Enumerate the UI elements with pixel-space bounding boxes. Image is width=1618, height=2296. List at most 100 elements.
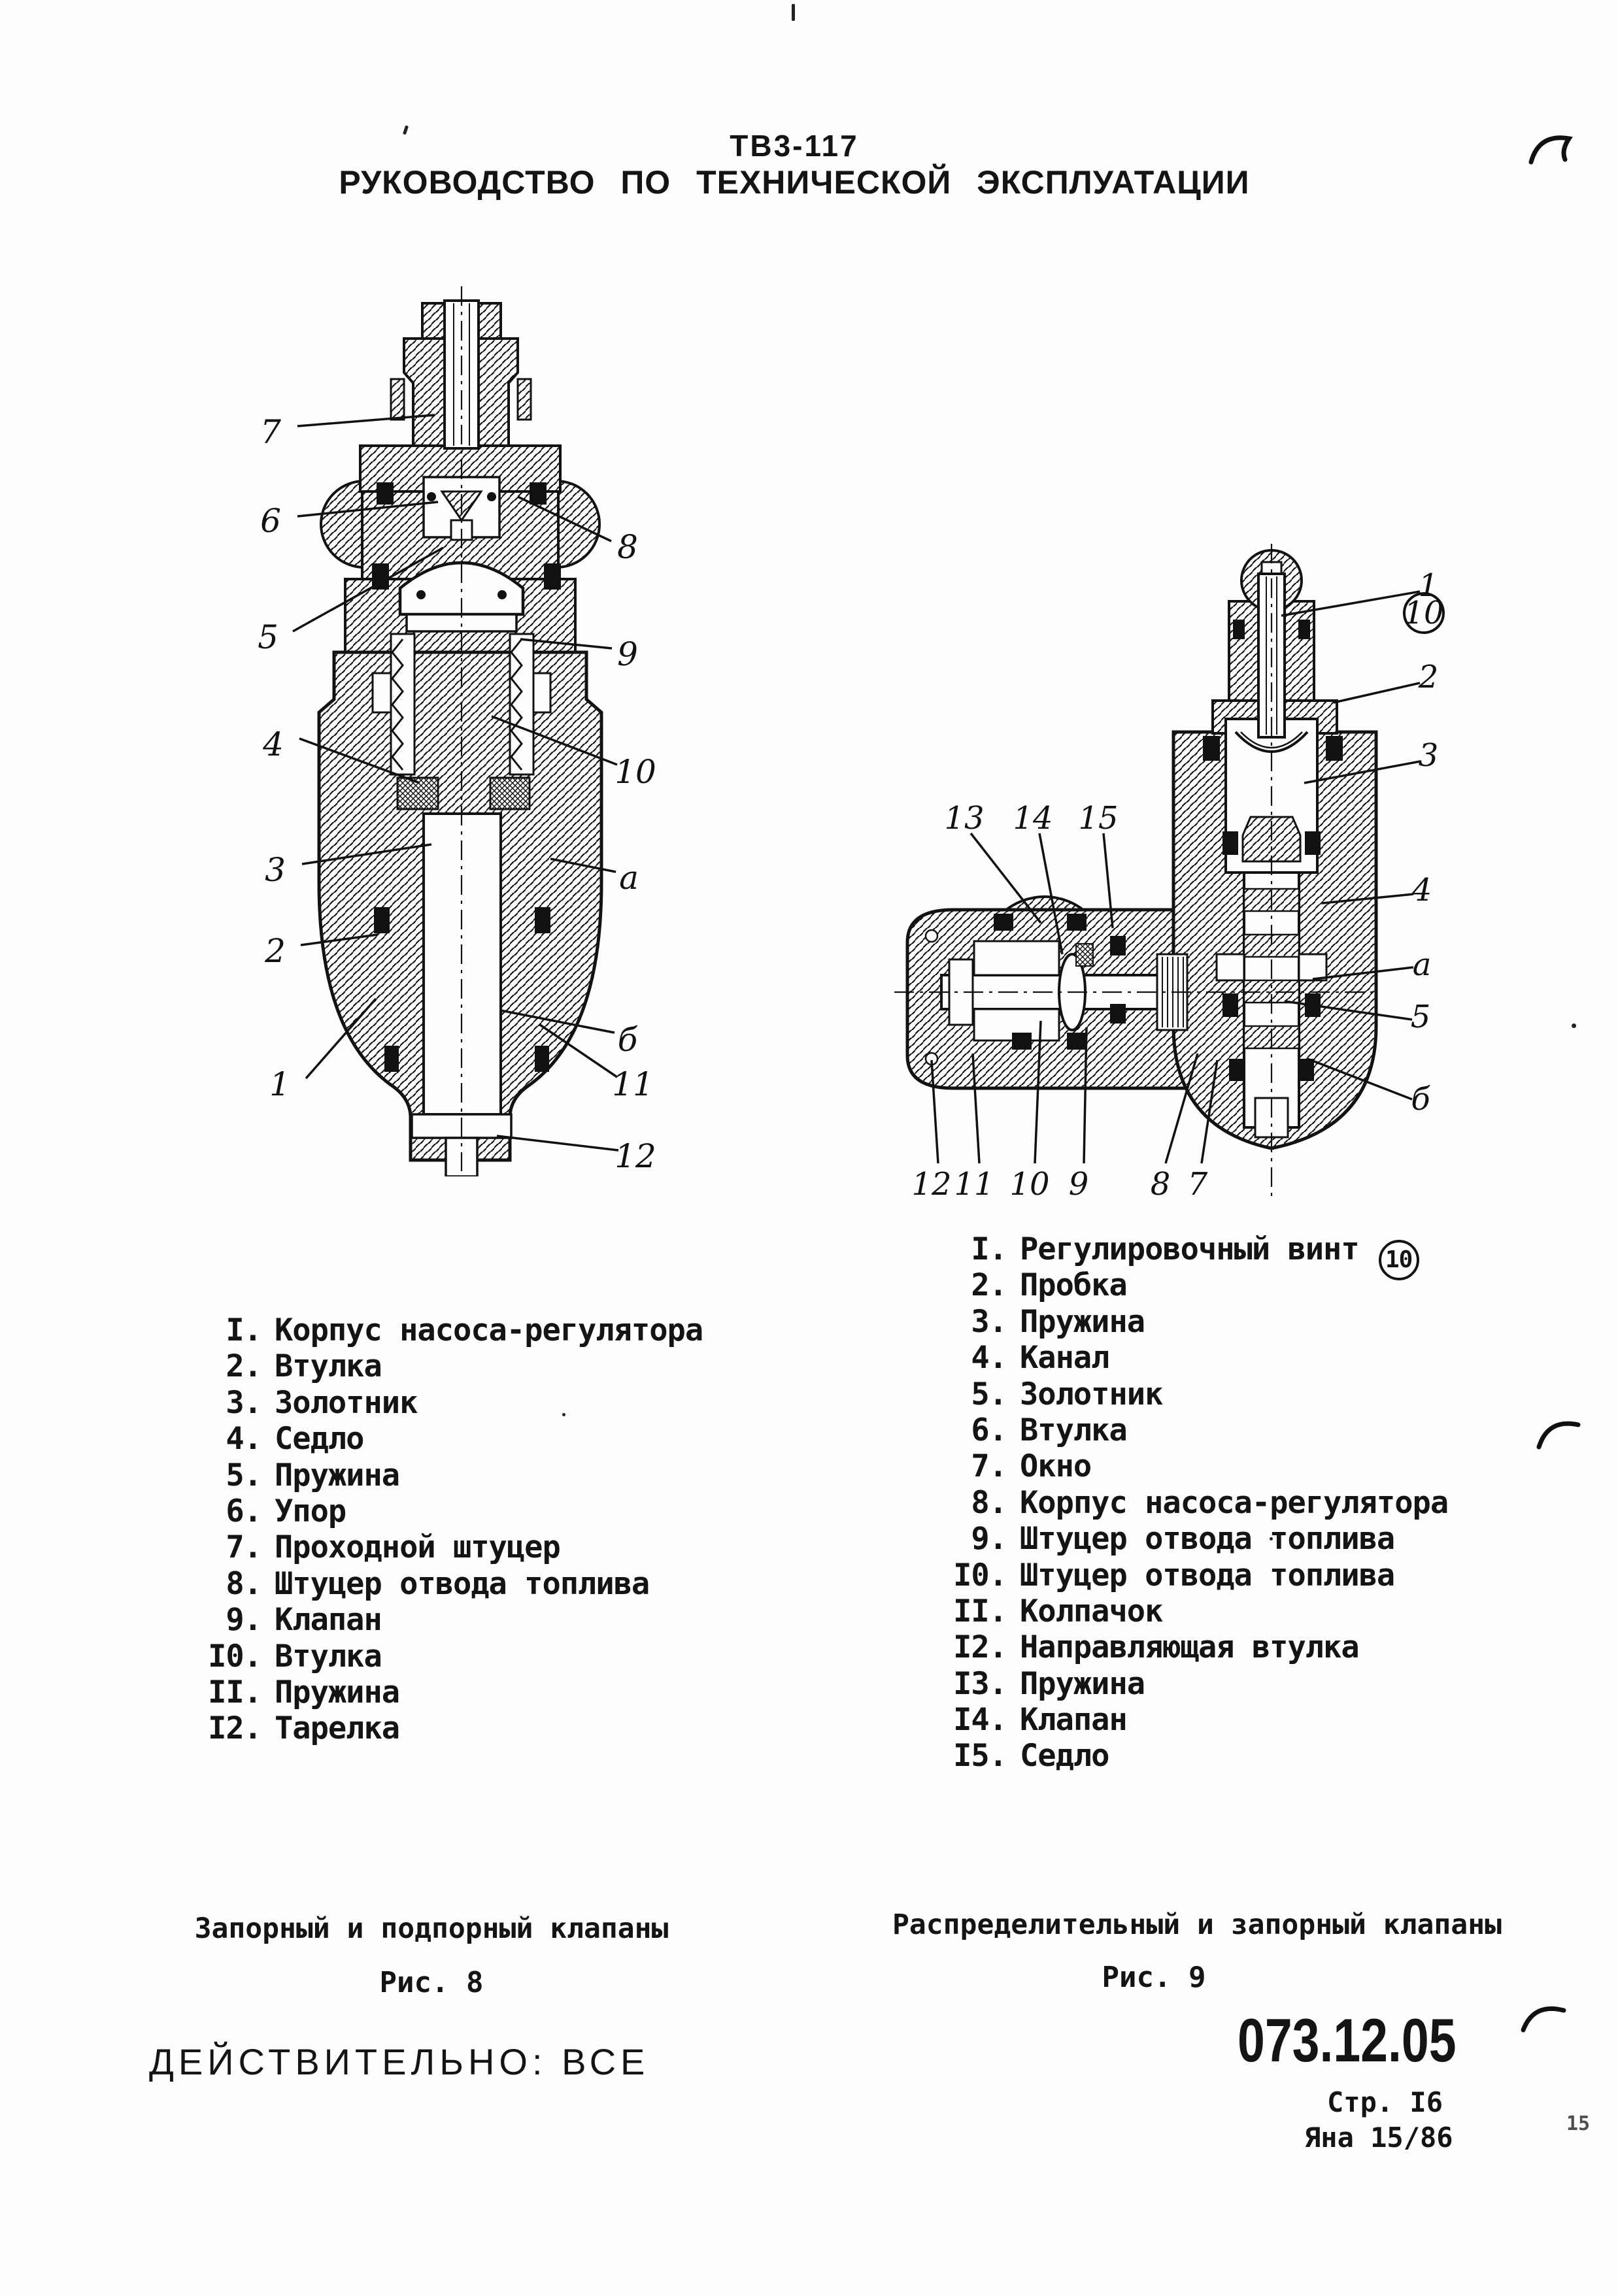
list-item: I4.Клапан	[941, 1702, 1595, 1738]
fig8-leader-lines	[292, 414, 619, 1152]
fig9-body	[894, 544, 1379, 1199]
fig9-callout-b: б	[1411, 1081, 1430, 1118]
part-label: Пружина	[275, 1457, 400, 1493]
fig8-callout-3: 3	[265, 851, 286, 889]
fig9-callout-15: 15	[1078, 800, 1118, 837]
part-number: 6.	[971, 1412, 1007, 1448]
fig8-callout-9: 9	[617, 635, 638, 673]
list-item: 6.Упор	[196, 1493, 784, 1529]
part-number: 8.	[226, 1565, 262, 1602]
doc-number: 073.12.05	[1238, 2006, 1457, 2074]
fig8-callout-5: 5	[258, 618, 278, 656]
list-item: I. Корпус насоса-регулятора	[196, 1312, 784, 1348]
part-number: I5.	[953, 1738, 1007, 1774]
part-label: Пробка	[1020, 1267, 1128, 1304]
corner-sheet-mark: 15	[1566, 2112, 1591, 2135]
list-item: 2. Пробка	[941, 1267, 1595, 1303]
part-number: 4.	[971, 1340, 1007, 1376]
fig8-callout-1: 1	[269, 1065, 290, 1103]
part-label: Корпус насоса-регулятора	[1020, 1484, 1449, 1521]
part-label: Регулировочный винт	[1020, 1231, 1360, 1267]
part-label: Окно	[1020, 1448, 1092, 1485]
list-item: I0. Втулка	[196, 1639, 784, 1674]
revision-date: Яна 15/86	[1304, 2121, 1453, 2154]
fig9-callout-13: 13	[944, 800, 984, 837]
part-label: Проходной штуцер	[275, 1529, 561, 1566]
part-label: Пружина	[275, 1674, 400, 1710]
part-label: Колпачок	[1020, 1593, 1163, 1629]
part-label: Корпус насоса-регулятора	[275, 1312, 703, 1348]
part-number: I3.	[953, 1665, 1007, 1702]
part-number: I0.	[208, 1638, 262, 1674]
fig9-leader-lines	[930, 590, 1421, 1164]
fig9-callout-8: 8	[1151, 1166, 1171, 1203]
list-item: I5. Седло	[941, 1738, 1595, 1774]
part-number: 9.	[971, 1521, 1007, 1557]
fig9-circled-ref: 10	[1404, 595, 1443, 631]
doc-type-code: ТВ3-117	[730, 129, 859, 163]
part-label: Клапан	[1020, 1702, 1128, 1739]
list-item: 8. Штуцер отвода топлива	[196, 1566, 784, 1602]
part-label: Седло	[1020, 1738, 1109, 1774]
fig8-callouts: 7 6 5 4 3 2 1 8 9 10 а б 11 12	[258, 413, 656, 1175]
list-item: 5.Золотник	[941, 1376, 1595, 1412]
page-number: Стр. I6	[1327, 2086, 1443, 2118]
fig8-callout-2: 2	[264, 932, 286, 970]
fig9-callout-2: 2	[1418, 659, 1439, 695]
fig9-seals	[994, 620, 1343, 1081]
part-label: Упор	[275, 1493, 346, 1529]
scan-artifact	[792, 4, 795, 21]
list-item: 4.Канал	[941, 1340, 1595, 1376]
part-number: 3.	[971, 1303, 1007, 1340]
fig9-callout-3: 3	[1419, 737, 1439, 774]
part-label: Направляющая втулка	[1020, 1629, 1360, 1666]
part-label: Штуцер отвода топлива	[1020, 1557, 1395, 1593]
part-number: II.	[953, 1593, 1007, 1629]
part-label: Втулка	[1020, 1412, 1128, 1448]
part-label: Клапан	[275, 1602, 382, 1639]
fig9-callout-10: 10	[1009, 1166, 1049, 1203]
part-label: Тарелка	[275, 1710, 400, 1747]
list-item: 9.Клапан	[196, 1602, 784, 1638]
fig8-callout-11: 11	[612, 1065, 654, 1103]
fig9-drawing: 1 10 2 3 4 а 5 б 13 14 15 12 11 10 9 8 7	[894, 544, 1445, 1203]
circled-ref-badge: 10	[1378, 1239, 1419, 1280]
part-number: 8.	[971, 1484, 1007, 1521]
list-item: II. Пружина	[196, 1674, 784, 1710]
fig8-callout-4: 4	[262, 725, 284, 763]
fig9-caption: Распределительный и запорный клапаны	[892, 1908, 1502, 1941]
part-label: Штуцер отвода топлива	[1020, 1521, 1395, 1557]
fig8-callout-6: 6	[260, 502, 281, 540]
fig9-callout-7: 7	[1188, 1166, 1208, 1203]
list-item: 7.Проходной штуцер	[196, 1529, 784, 1565]
part-number: 4.	[226, 1421, 262, 1457]
fig9-callout-5: 5	[1411, 999, 1431, 1035]
part-label: Штуцер отвода топлива	[275, 1565, 650, 1602]
part-number: I0.	[953, 1557, 1007, 1593]
part-label: Пружина	[1020, 1665, 1145, 1702]
part-label: Втулка	[275, 1638, 382, 1674]
part-number: 2.	[971, 1267, 1007, 1304]
list-item: 8. Корпус насоса-регулятора	[941, 1485, 1595, 1521]
fig8-seals	[372, 482, 561, 1072]
list-item: 2.Втулка	[196, 1348, 784, 1384]
validity-note: ДЕЙСТВИТЕЛЬНО: ВСЕ	[149, 2041, 650, 2082]
part-number: II.	[208, 1674, 262, 1710]
part-label: Золотник	[1020, 1376, 1163, 1412]
fig9-figure-label: Рис. 9	[1102, 1961, 1206, 1994]
fig9-callout-4: 4	[1411, 872, 1432, 908]
part-number: 5.	[226, 1457, 262, 1493]
fig9-circled-ref-ring	[1403, 592, 1445, 634]
part-number: I.	[226, 1312, 262, 1348]
scan-artifact	[562, 1413, 565, 1416]
fig8-drawing: 7 6 5 4 3 2 1 8 9 10 а б 11 12	[258, 286, 656, 1176]
scan-artifact	[1528, 135, 1573, 165]
list-item: I3. Пружина	[941, 1666, 1595, 1702]
part-label: Золотник	[275, 1384, 418, 1421]
list-item: I2.Тарелка	[196, 1710, 784, 1746]
part-label: Пружина	[1020, 1303, 1145, 1340]
scan-artifact	[1536, 1421, 1581, 1450]
